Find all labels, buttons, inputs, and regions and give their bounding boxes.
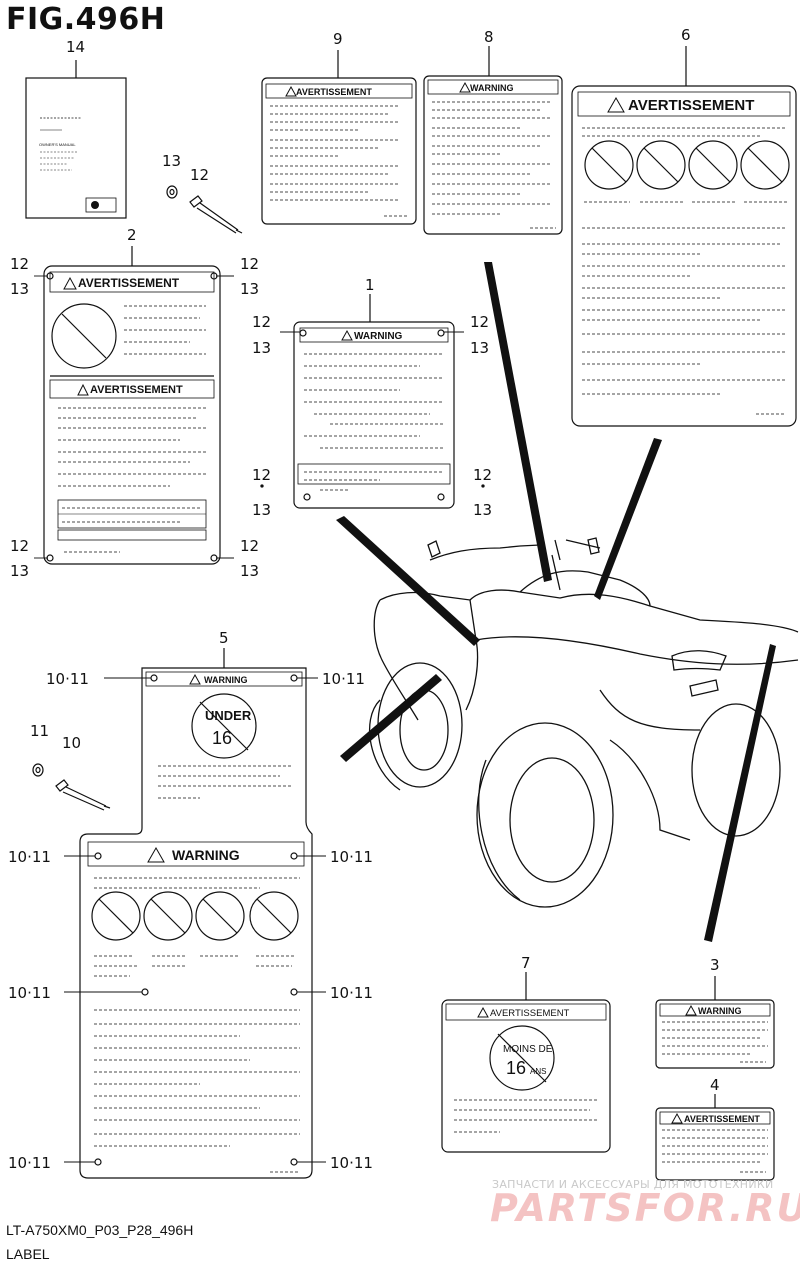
label-7-header: AVERTISSEMENT — [490, 1008, 570, 1019]
label-9-header: AVERTISSEMENT — [296, 87, 372, 97]
callout-7: 7 — [521, 954, 531, 972]
callout-3: 3 — [710, 956, 720, 974]
callout-13-g: 13 — [252, 501, 271, 519]
callout-12-f: 12 — [470, 313, 489, 331]
label-3 — [655, 976, 775, 1069]
ans-text: ANS — [530, 1067, 546, 1076]
leader-lines — [34, 275, 485, 1163]
label-5 — [79, 648, 313, 1179]
callout-1011-e: 10·11 — [8, 984, 51, 1002]
label-6 — [571, 46, 797, 427]
manual-title-text: OWNER'S MANUAL — [39, 142, 76, 147]
callout-12-e: 12 — [252, 313, 271, 331]
label-1 — [293, 294, 455, 509]
label-8 — [423, 46, 563, 235]
callout-1011-f: 10·11 — [330, 984, 373, 1002]
callout-11: 11 — [30, 722, 49, 740]
watermark-logo: PARTSFOR.RU — [490, 1186, 800, 1230]
label-5-header-main: WARNING — [172, 847, 240, 863]
label-4-header: AVERTISSEMENT — [684, 1114, 760, 1124]
label-2-header-top: AVERTISSEMENT — [78, 276, 180, 290]
moins-de-text: MOINS DE — [503, 1044, 553, 1055]
rivet-11-10 — [32, 763, 111, 811]
callout-8: 8 — [484, 28, 494, 46]
watermark-russian-text: ЗАПЧАСТИ И АКСЕССУАРЫ ДЛЯ МОТОТЕХНИКИ — [492, 1178, 774, 1191]
callout-1011-h: 10·11 — [330, 1154, 373, 1172]
callout-13-f: 13 — [470, 339, 489, 357]
callout-13-b: 13 — [240, 280, 259, 298]
atv-outline — [368, 537, 799, 908]
callout-12-a: 12 — [10, 255, 29, 273]
label-2-header-mid: AVERTISSEMENT — [90, 384, 183, 396]
leader-wedges — [336, 262, 776, 942]
label-5-header-top: WARNING — [204, 675, 248, 685]
callout-10: 10 — [62, 734, 81, 752]
callout-12-d: 12 — [240, 537, 259, 555]
callout-13-h: 13 — [473, 501, 492, 519]
warning-triangle-icons — [63, 81, 697, 1124]
callout-1011-d: 10·11 — [330, 848, 373, 866]
callout-13-a: 13 — [10, 280, 29, 298]
callout-4: 4 — [710, 1076, 720, 1094]
age-16-text: 16 — [212, 728, 232, 748]
callout-12-c: 12 — [10, 537, 29, 555]
callout-13-e: 13 — [252, 339, 271, 357]
figure-caption: LABEL — [6, 1246, 50, 1262]
callout-12-top: 12 — [190, 166, 209, 184]
callout-1011-c: 10·11 — [8, 848, 51, 866]
owners-manual-14 — [25, 60, 127, 219]
callout-13-top: 13 — [162, 152, 181, 170]
callout-6: 6 — [681, 26, 691, 44]
label-7 — [441, 972, 611, 1153]
rivet-13-12-top — [166, 185, 243, 234]
callout-12-g: 12 — [252, 466, 271, 484]
label-1-header: WARNING — [354, 331, 403, 342]
callout-14: 14 — [66, 38, 85, 56]
callout-1011-g: 10·11 — [8, 1154, 51, 1172]
callout-12-b: 12 — [240, 255, 259, 273]
callout-5: 5 — [219, 629, 229, 647]
age-16-fr-text: 16 — [506, 1058, 526, 1078]
callout-2: 2 — [127, 226, 137, 244]
callout-9: 9 — [333, 30, 343, 48]
callout-13-d: 13 — [240, 562, 259, 580]
figure-code: LT-A750XM0_P03_P28_496H — [6, 1222, 194, 1238]
callout-1: 1 — [365, 276, 375, 294]
label-4 — [655, 1094, 775, 1181]
label-8-header: WARNING — [470, 83, 514, 93]
label-2 — [43, 246, 221, 565]
callout-13-c: 13 — [10, 562, 29, 580]
label-6-header: AVERTISSEMENT — [628, 97, 754, 114]
callout-1011-b: 10·11 — [322, 670, 365, 688]
label-9 — [261, 50, 417, 225]
label-3-header: WARNING — [698, 1006, 742, 1016]
callout-12-h: 12 — [473, 466, 492, 484]
under-text: UNDER — [205, 708, 252, 723]
figure-title: FIG.496H — [6, 2, 166, 37]
callout-1011-a: 10·11 — [46, 670, 89, 688]
